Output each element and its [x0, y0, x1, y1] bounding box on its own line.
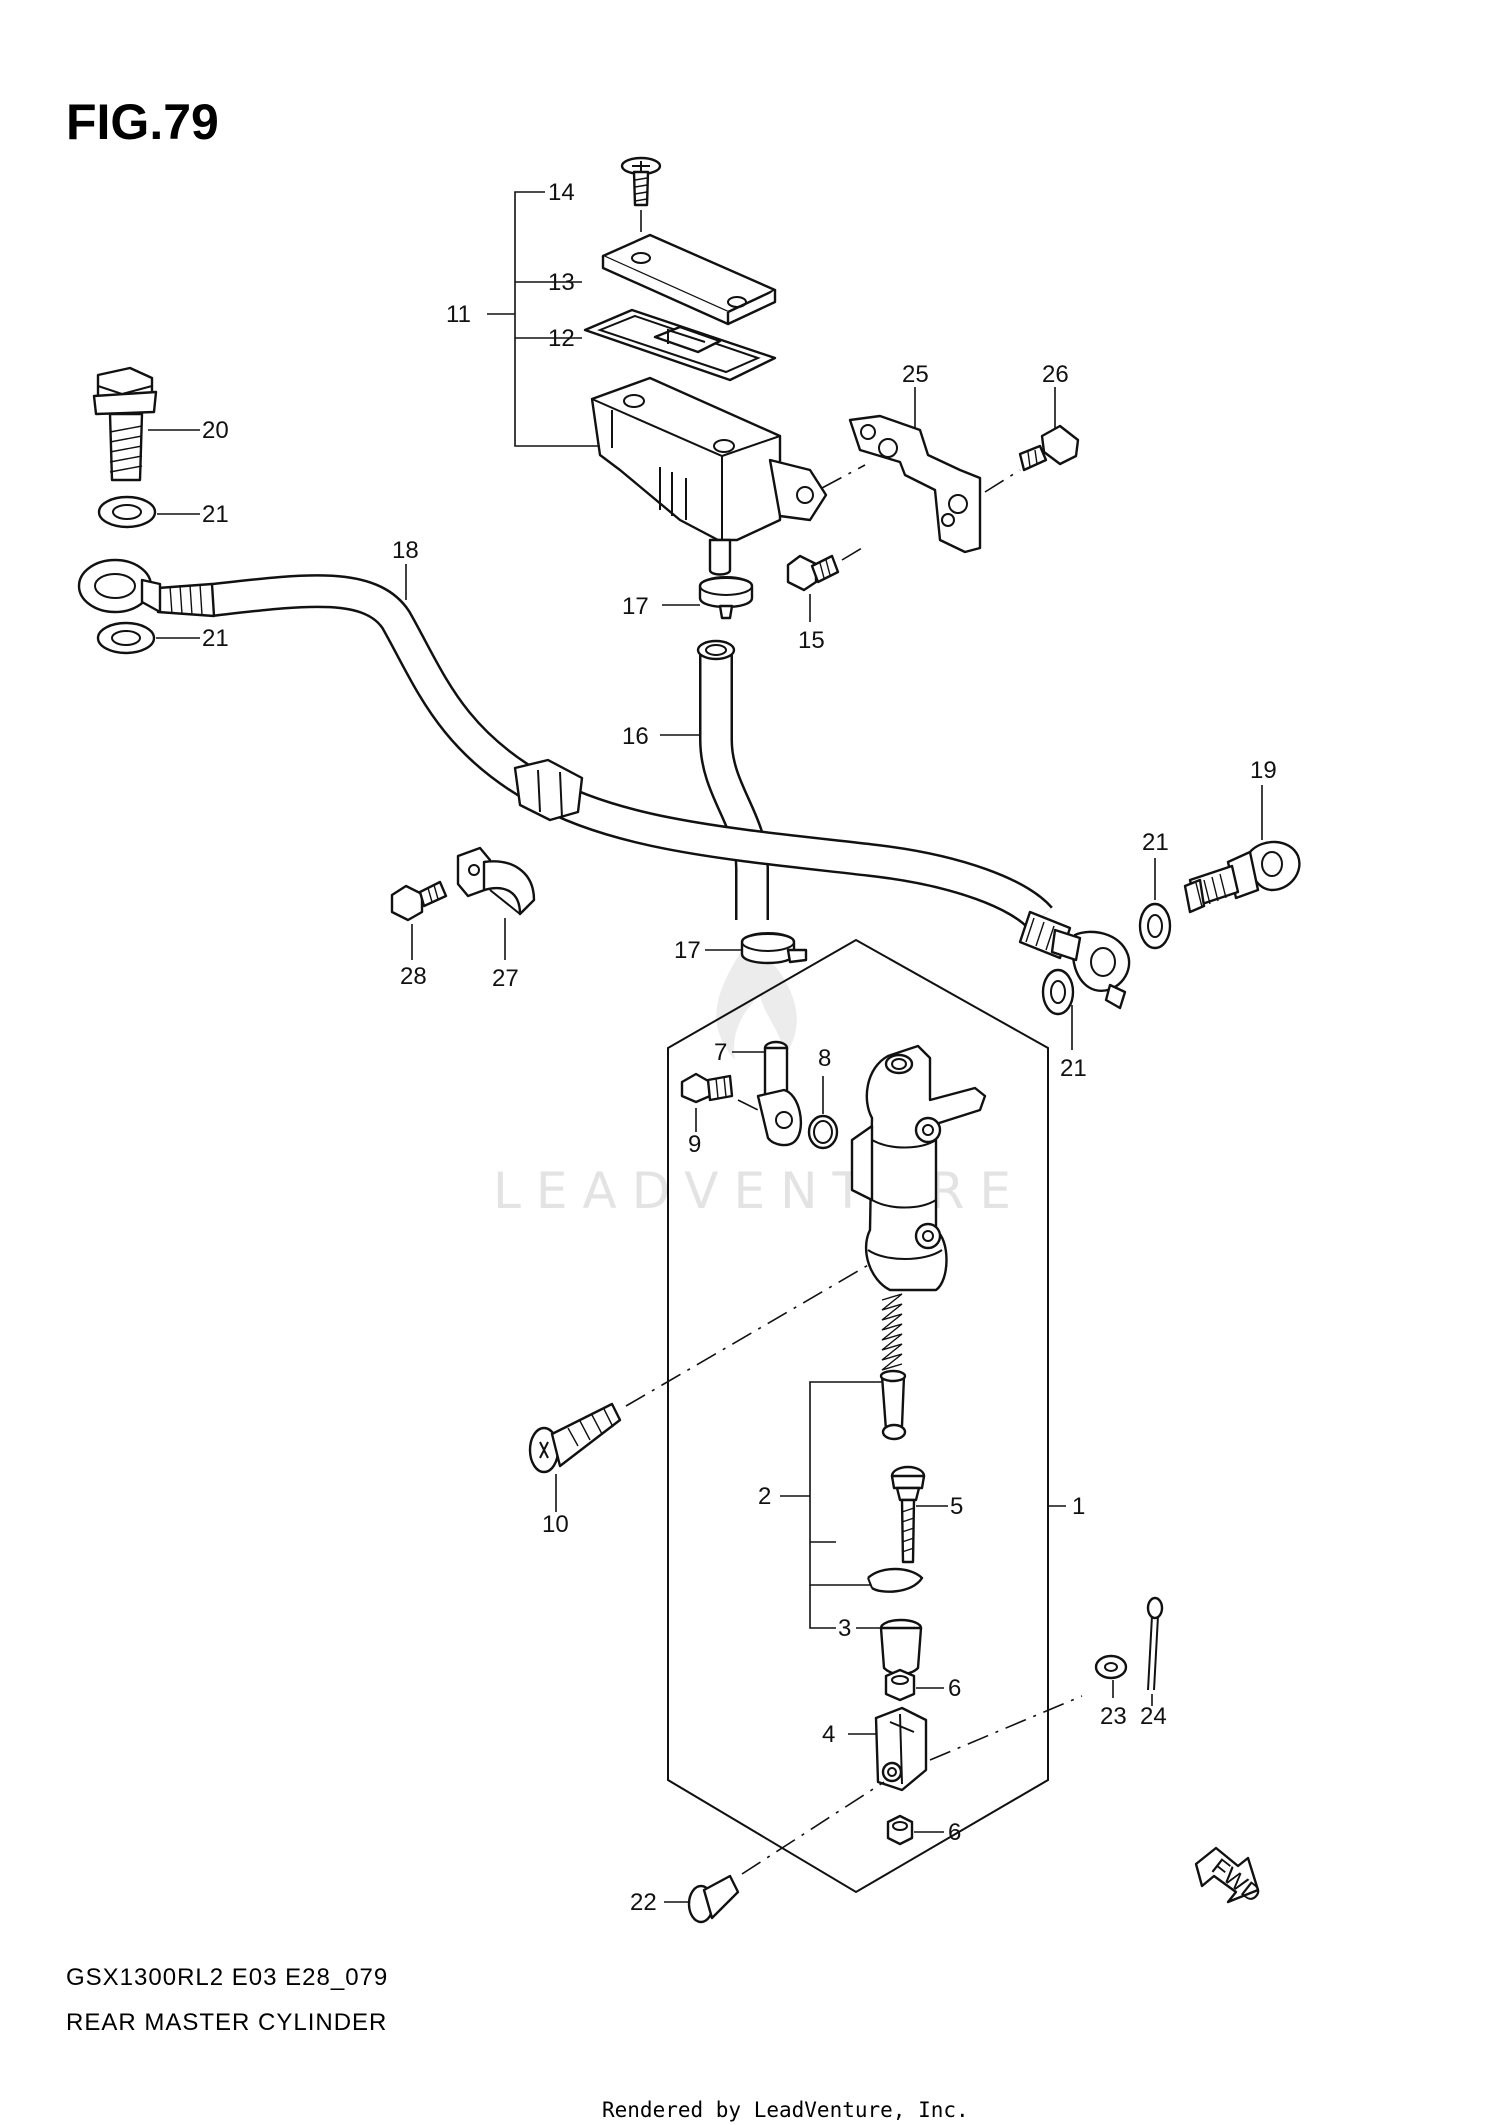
callout-15: 15 — [798, 627, 825, 654]
washer-part-21-a — [97, 495, 200, 529]
clip-part-27 — [456, 846, 536, 960]
diaphragm-part-12 — [583, 308, 777, 382]
fwd-label: FWD — [1206, 1853, 1266, 1908]
callout-21-left-lower: 21 — [202, 625, 229, 652]
watermark: LEADVENTURE — [493, 1162, 1026, 1220]
callout-7: 7 — [714, 1039, 727, 1066]
callout-6-upper: 6 — [948, 1675, 961, 1702]
bolt-part-28 — [390, 880, 448, 960]
callout-17-lower: 17 — [674, 937, 701, 964]
callout-21-right-upper: 21 — [1142, 829, 1169, 856]
clevis-part-4 — [848, 1695, 1083, 1792]
callout-1: 1 — [1072, 1493, 1085, 1520]
cap-part-13 — [601, 233, 777, 326]
washer-part-21-b — [96, 621, 200, 655]
bolt-part-10 — [528, 1263, 871, 1512]
screw-part-9 — [680, 1072, 763, 1132]
washer-part-21-c — [1138, 858, 1172, 950]
fitting-part-7 — [732, 1040, 803, 1147]
callout-26: 26 — [1042, 361, 1069, 388]
callout-16: 16 — [622, 723, 649, 750]
washer-part-21-d — [1041, 968, 1075, 1050]
callout-4: 4 — [822, 1721, 835, 1748]
cotter-pin-part-24 — [1146, 1596, 1164, 1706]
callout-22: 22 — [630, 1889, 657, 1916]
callout-23: 23 — [1100, 1703, 1127, 1730]
callout-11: 11 — [446, 301, 471, 328]
spring-part — [881, 1293, 903, 1371]
reservoir-body-part-11 — [590, 376, 828, 576]
callout-27: 27 — [492, 965, 519, 992]
clamp-part-17-lower — [705, 932, 808, 965]
bracket-line-2 — [780, 1381, 882, 1629]
brake-hose-part-18 — [77, 558, 1131, 1010]
pushrod-part-5 — [890, 1465, 948, 1564]
clamp-part-17-upper — [662, 576, 754, 620]
forward-arrow-icon: FWD — [1194, 1846, 1266, 1908]
callout-10: 10 — [542, 1511, 569, 1538]
callout-24: 24 — [1140, 1703, 1167, 1730]
callout-12: 12 — [548, 325, 575, 352]
callout-18: 18 — [392, 537, 419, 564]
callout-19: 19 — [1250, 757, 1277, 784]
callout-21-right-lower: 21 — [1060, 1055, 1087, 1082]
bolt-part-20 — [92, 366, 200, 482]
cylinder-body — [850, 1044, 987, 1292]
bracket-part-25 — [821, 387, 982, 554]
callout-5: 5 — [950, 1493, 963, 1520]
callout-6-lower: 6 — [948, 1819, 961, 1846]
circlip-part — [867, 1567, 924, 1593]
figure-title: FIG.79 — [66, 94, 219, 150]
banjo-bolt-part-19 — [1183, 785, 1301, 914]
callout-labels: 1 2 3 4 5 6 6 7 8 9 10 11 12 13 14 15 16… — [202, 179, 1277, 1916]
callout-9: 9 — [688, 1131, 701, 1158]
callout-13: 13 — [548, 269, 575, 296]
bolt-part-26 — [984, 387, 1080, 493]
bracket-line-11 — [487, 191, 610, 447]
section-name: REAR MASTER CYLINDER — [66, 2009, 387, 2036]
callout-14: 14 — [548, 179, 575, 206]
callout-8: 8 — [818, 1045, 831, 1072]
watermark-flame-icon — [716, 940, 797, 1060]
model-code: GSX1300RL2 E03 E28_079 — [66, 1964, 388, 1991]
nut-part-6-lower — [886, 1814, 944, 1846]
screw-part-14 — [620, 156, 662, 238]
callout-28: 28 — [400, 963, 427, 990]
render-credit: Rendered by LeadVenture, Inc. — [602, 2098, 969, 2122]
washer-part-23 — [1094, 1654, 1128, 1698]
callout-17-upper: 17 — [622, 593, 649, 620]
callout-20: 20 — [202, 417, 229, 444]
callout-21-left-upper: 21 — [202, 501, 229, 528]
bolt-part-15 — [786, 547, 863, 622]
boot-part-3 — [856, 1618, 923, 1676]
piston-part — [879, 1369, 907, 1441]
hose-part-16 — [660, 639, 769, 920]
callout-3: 3 — [838, 1615, 851, 1642]
callout-2: 2 — [758, 1483, 771, 1510]
nut-part-6-upper — [884, 1668, 944, 1702]
o-ring-part-8 — [807, 1076, 839, 1150]
assembly-outline-1 — [667, 938, 1049, 1894]
callout-25: 25 — [902, 361, 929, 388]
clevis-pin-part-22 — [664, 1781, 885, 1924]
